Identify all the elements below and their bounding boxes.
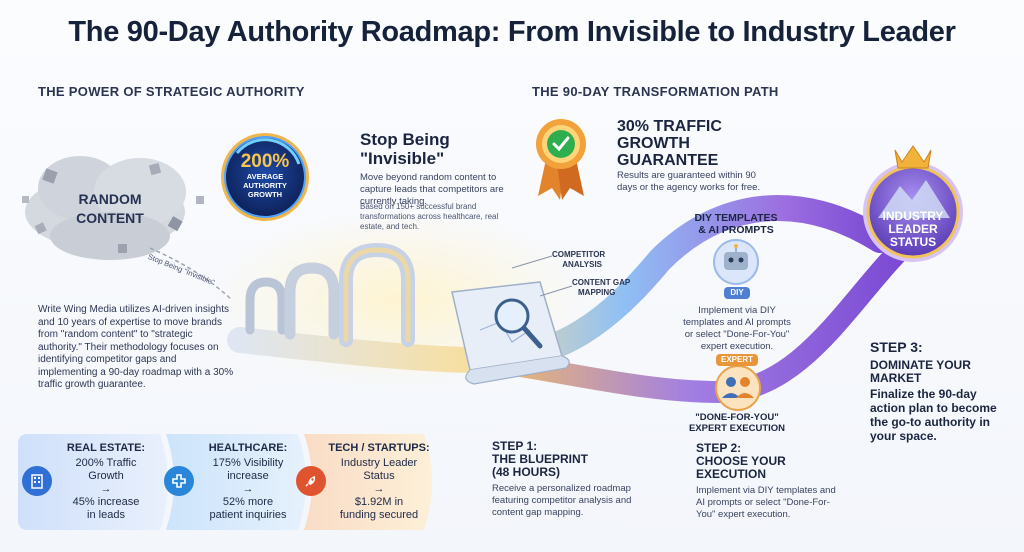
card-line3: $1.92M in (354, 496, 404, 508)
blueprint-scroll (451, 281, 570, 385)
robot-icon (713, 239, 759, 285)
step2-label: STEP 2: (696, 441, 742, 455)
cloud-label-line1: RANDOM (78, 191, 142, 207)
content-gap-line2: MAPPING (578, 288, 616, 297)
right-section-heading: THE 90-DAY TRANSFORMATION PATH (532, 84, 779, 99)
step1: STEP 1: THE BLUEPRINT (48 HOURS) Receive… (492, 440, 642, 519)
card-line2: increase (227, 470, 269, 482)
card-arrow: → (242, 483, 254, 495)
leader-line3: STATUS (889, 235, 937, 249)
headline-line2: "Invisible" (360, 149, 445, 168)
diy-title-line1: DIY TEMPLATES (694, 212, 778, 224)
step1-title-line1: THE BLUEPRINT (492, 452, 588, 466)
guarantee-line2: GROWTH (617, 135, 690, 152)
guarantee-line1: 30% TRAFFIC (617, 118, 722, 135)
invisible-headline: Stop Being "Invisible" (360, 130, 450, 168)
step2-title-line1: CHOOSE YOUR (696, 454, 786, 468)
expert-title-line1: "DONE-FOR-YOU" (695, 412, 779, 423)
badge-content: 200% AVERAGE AUTHORITY GROWTH (227, 151, 303, 199)
step3-label: STEP 3: (870, 339, 923, 355)
authority-growth-badge (221, 133, 309, 221)
guarantee-body: Results are guaranteed within 90 days or… (617, 170, 761, 193)
card-title: HEALTHCARE: (208, 442, 288, 454)
badge-value: 200% (240, 151, 290, 172)
expert-title: "DONE-FOR-YOU" EXPERT EXECUTION (670, 412, 804, 434)
card-line1: 200% Traffic (75, 457, 137, 469)
badge-line2: AUTHORITY (243, 181, 287, 190)
card-title: TECH / STARTUPS: (328, 442, 430, 454)
expert-title-line2: EXPERT EXECUTION (688, 423, 786, 434)
card-line4: in leads (87, 509, 125, 521)
card-tech-startups: TECH / STARTUPS: Industry Leader Status … (326, 442, 432, 522)
random-content-label: RANDOM CONTENT (60, 190, 160, 228)
step2-title-line2: EXECUTION (696, 467, 767, 481)
random-content-cloud (22, 156, 204, 260)
step1-body: Receive a personalized roadmap featuring… (492, 483, 632, 518)
leader-badge-text: INDUSTRY LEADER STATUS (868, 210, 958, 249)
card-line1: Industry Leader (340, 457, 418, 469)
card-real-estate: REAL ESTATE: 200% Traffic Growth → 45% i… (56, 442, 156, 522)
step1-title-line2: (48 HOURS) (492, 465, 561, 479)
diy-tag: DIY (724, 287, 750, 299)
card-line4: funding secured (339, 509, 419, 521)
card-healthcare: HEALTHCARE: 175% Visibility increase → 5… (196, 442, 300, 522)
building-icon (22, 466, 52, 496)
diy-title: DIY TEMPLATES & AI PROMPTS (686, 212, 786, 236)
step3-title-line2: MARKET (870, 371, 922, 385)
badge-line1: AVERAGE (246, 172, 284, 181)
card-line3: 52% more (222, 496, 274, 508)
step3-body: Finalize the 90-day action plan to becom… (870, 387, 997, 443)
roadmap-path-upper (227, 195, 893, 374)
guarantee-title: 30% TRAFFIC GROWTH GUARANTEE (617, 118, 722, 169)
step2-body: Implement via DIY templates and AI promp… (696, 485, 836, 520)
page-title: The 90-Day Authority Roadmap: From Invis… (68, 16, 956, 48)
card-line2: Growth (88, 470, 124, 482)
competitor-line2: ANALYSIS (562, 260, 602, 269)
diy-title-line2: & AI PROMPTS (698, 224, 774, 236)
content-gap-line1: CONTENT GAP (572, 278, 631, 287)
step2: STEP 2: CHOOSE YOUR EXECUTION Implement … (696, 442, 846, 521)
card-arrow: → (100, 483, 112, 495)
expert-tag: EXPERT (716, 354, 758, 366)
leader-line2: LEADER (888, 222, 938, 236)
dashed-arrow (149, 247, 233, 301)
competitor-analysis-label: COMPETITOR ANALYSIS (552, 250, 632, 270)
rocket-icon (296, 466, 326, 496)
card-line4: patient inquiries (209, 509, 287, 521)
step3-title-line1: DOMINATE YOUR (870, 358, 971, 372)
leader-line1: INDUSTRY (882, 209, 944, 223)
card-title: REAL ESTATE: (66, 442, 146, 454)
content-gap-label: CONTENT GAP MAPPING (572, 278, 652, 298)
arches (245, 242, 415, 347)
guarantee-line3: GUARANTEE (617, 152, 719, 169)
guarantee-medal (536, 119, 586, 200)
card-line1: 175% Visibility (212, 457, 284, 469)
medical-cross-icon (164, 466, 194, 496)
expert-people-icon (715, 365, 761, 411)
competitor-line1: COMPETITOR (552, 250, 606, 259)
headline-body: Move beyond random content to capture le… (360, 172, 504, 207)
left-section-heading: THE POWER OF STRATEGIC AUTHORITY (38, 84, 305, 99)
headline-note: Based on 150+ successful brand transform… (360, 202, 499, 231)
description-text: Write Wing Media utilizes AI-driven insi… (38, 304, 234, 390)
cloud-label-line2: CONTENT (76, 210, 144, 226)
industry-leader-badge (863, 145, 963, 262)
step3: STEP 3: DOMINATE YOUR MARKET Finalize th… (870, 339, 1010, 444)
card-line3: 45% increase (72, 496, 140, 508)
step1-label: STEP 1: (492, 439, 538, 453)
diy-body: Implement via DIY templates and AI promp… (683, 305, 791, 352)
badge-line3: GROWTH (247, 190, 283, 199)
card-line2: Status (363, 470, 395, 482)
cards-bg (18, 434, 432, 530)
headline-line1: Stop Being (360, 130, 450, 149)
card-arrow: → (373, 483, 385, 495)
